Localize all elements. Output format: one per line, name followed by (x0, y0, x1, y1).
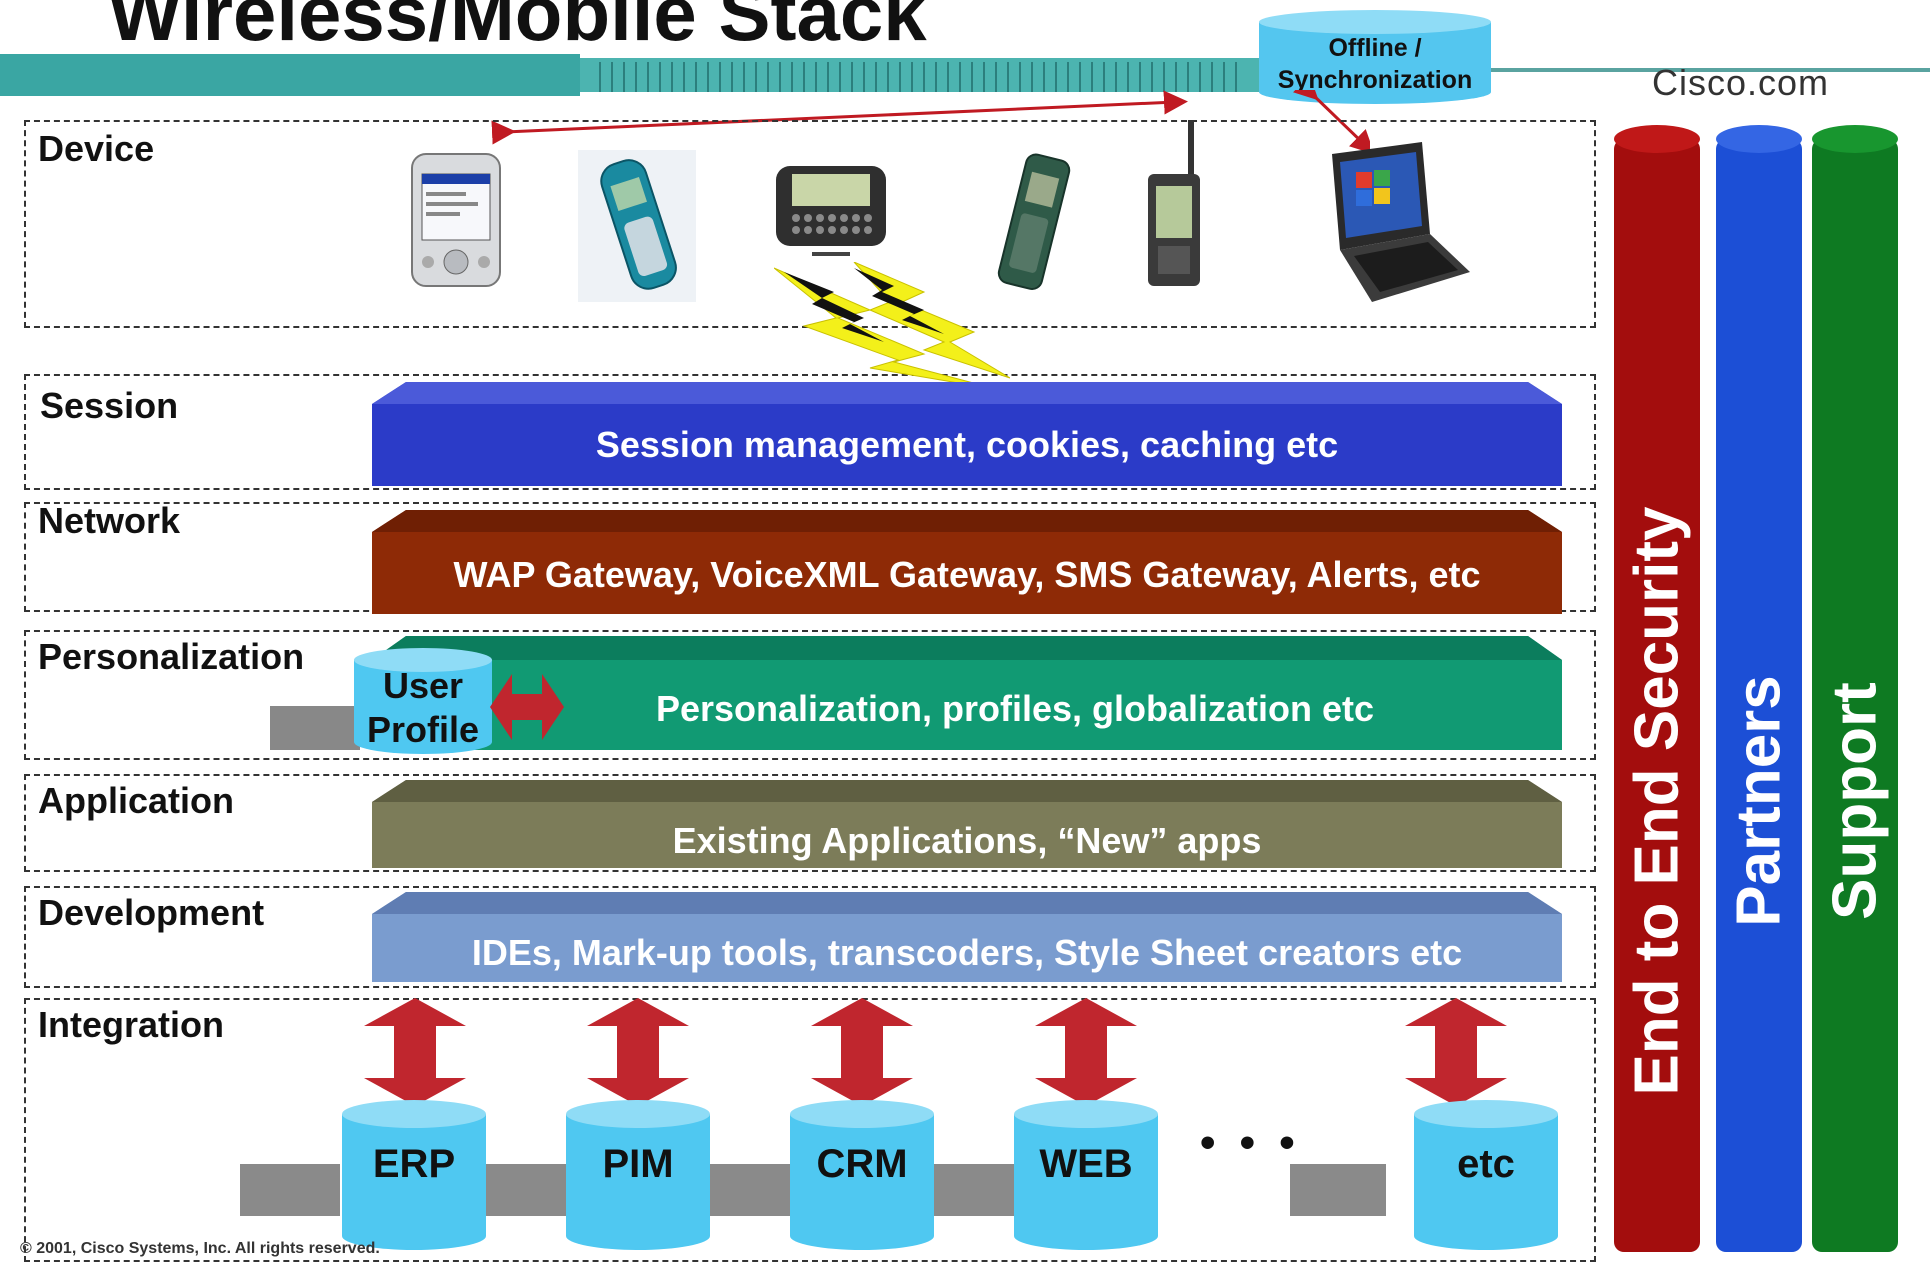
user-profile-arrow (490, 674, 564, 740)
pillar-support: Support (1812, 125, 1898, 1252)
layer-label-network: Network (38, 500, 181, 541)
user-profile-line1: User (382, 665, 464, 706)
pda-icon (411, 153, 501, 287)
offline-label: Offline / (1328, 34, 1422, 62)
laptop-icon (1332, 142, 1470, 302)
backend-web-label: WEB (1039, 1142, 1133, 1186)
mobile-phone-icon (578, 150, 696, 302)
ellipsis: • • • (1200, 1118, 1301, 1167)
pillar-partners-label: Partners (1724, 675, 1794, 927)
backend-etc-label: etc (1457, 1142, 1515, 1186)
personalization-slab-text: Personalization, profiles, globalization… (655, 688, 1375, 729)
layer-development (24, 886, 1596, 988)
cisco-brand: Cisco.com (1652, 62, 1830, 103)
backend-pim-label: PIM (602, 1142, 674, 1186)
header-bar (0, 54, 1930, 96)
layer-label-development: Development (38, 892, 265, 933)
offline-sync-cylinder: Offline / Synchronization (1255, 8, 1495, 106)
development-slab-text: IDEs, Mark-up tools, transcoders, Style … (471, 932, 1463, 973)
integration-arrows (240, 998, 1507, 1216)
user-profile-cylinder (354, 648, 492, 754)
application-slab (372, 780, 1562, 868)
sync-arrows (491, 90, 1370, 155)
wireless-signal-icon (774, 262, 1010, 391)
backend-etc: etc (1412, 1098, 1560, 1254)
blackberry-pager-icon (776, 166, 886, 256)
layer-label-personalization: Personalization (38, 636, 305, 677)
layer-personalization (24, 630, 1596, 760)
development-slab (372, 892, 1562, 982)
pillar-security-label: End to End Security (1622, 506, 1692, 1096)
backend-crm: CRM (788, 1098, 936, 1254)
synchronization-label: Synchronization (1277, 66, 1473, 94)
user-profile-line2: Profile (366, 709, 480, 750)
network-slab (372, 510, 1562, 614)
palm-handheld-icon (1148, 120, 1200, 286)
layer-session (24, 374, 1596, 490)
flip-phone-icon (997, 153, 1071, 290)
layer-label-integration: Integration (38, 1004, 224, 1045)
layer-label-device: Device (38, 128, 155, 169)
session-slab-text: Session management, cookies, caching etc (595, 424, 1339, 465)
copyright-footer: © 2001, Cisco Systems, Inc. All rights r… (20, 1240, 380, 1257)
backend-web: WEB (1012, 1098, 1160, 1254)
layer-label-session: Session (40, 385, 179, 426)
pillar-security: End to End Security (1614, 125, 1700, 1252)
layer-label-application: Application (38, 780, 234, 821)
pillar-support-label: Support (1820, 682, 1890, 920)
backend-pim: PIM (564, 1098, 712, 1254)
backend-erp: ERP (340, 1098, 488, 1254)
network-slab-text: WAP Gateway, VoiceXML Gateway, SMS Gatew… (453, 554, 1481, 595)
personalization-slab (270, 636, 1562, 750)
layer-application (24, 774, 1596, 872)
session-slab (372, 382, 1562, 486)
backend-erp-label: ERP (372, 1142, 456, 1186)
application-slab-text: Existing Applications, “New” apps (672, 820, 1262, 861)
pillar-partners: Partners (1716, 125, 1802, 1252)
backend-crm-label: CRM (816, 1142, 908, 1186)
slide-title: Wireless/Mobile Stack (108, 0, 927, 57)
